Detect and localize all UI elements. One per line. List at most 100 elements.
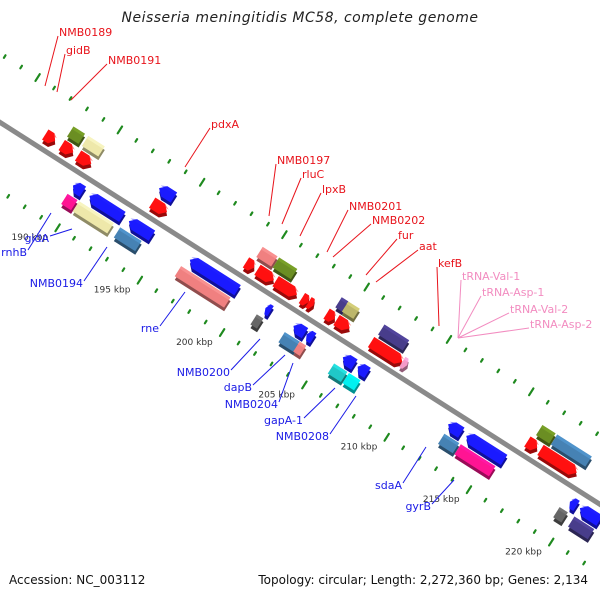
gene-label-NMB0189[interactable]: NMB0189	[59, 26, 112, 39]
minor-tick	[101, 117, 106, 122]
gene-label-kefB[interactable]: kefB	[438, 257, 462, 270]
leader-line	[278, 362, 294, 403]
gene-rluC[interactable]	[271, 257, 299, 283]
major-tick	[445, 334, 453, 344]
gene-layer	[40, 126, 600, 543]
gene-gyrB[interactable]	[453, 444, 497, 480]
gene-fwd-red-6[interactable]	[523, 436, 543, 456]
gene-aat[interactable]	[332, 314, 355, 337]
gene-label-gapA-1[interactable]: gapA-1	[264, 414, 303, 427]
minor-tick	[19, 64, 24, 70]
major-tick	[116, 125, 124, 135]
gene-fwd-olive-2[interactable]	[534, 425, 557, 448]
gene-fwd-red-3[interactable]	[73, 150, 96, 172]
gene-label-rnhB[interactable]: rnhB	[1, 246, 27, 259]
gene-NMB0204[interactable]	[292, 341, 308, 360]
minor-tick	[512, 378, 517, 384]
gene-gyrB-blue[interactable]	[461, 431, 509, 469]
gene-label-aat[interactable]: aat	[419, 240, 437, 253]
gene-sdaA[interactable]	[436, 433, 461, 457]
gene-fwd-red-2[interactable]	[57, 139, 78, 161]
leader-line	[431, 479, 455, 505]
gene-label-NMB0201[interactable]: NMB0201	[349, 200, 402, 213]
gene-rev-blue-end-2[interactable]	[575, 503, 600, 530]
leader-line	[184, 127, 211, 168]
gene-fwd-red-7[interactable]	[536, 444, 582, 482]
gene-NMB0202[interactable]	[304, 297, 319, 314]
gene-NMB0194-blue[interactable]	[124, 216, 157, 245]
gene-pdxA[interactable]	[154, 183, 179, 207]
gene-gidB[interactable]	[80, 135, 106, 161]
minor-tick	[216, 190, 221, 196]
gene-label-gyrB[interactable]: gyrB	[405, 500, 431, 513]
gene-NMB0197[interactable]	[255, 246, 280, 271]
leader-line	[299, 192, 322, 237]
gene-rne-blue[interactable]	[185, 255, 242, 299]
minor-tick	[401, 445, 406, 451]
gene-trna-cluster[interactable]	[397, 356, 412, 374]
gene-label-fur[interactable]: fur	[398, 229, 414, 242]
gene-label-rluC[interactable]: rluC	[302, 168, 325, 181]
gene-label-gidB[interactable]: gidB	[66, 44, 91, 57]
gene-fwd-red-5[interactable]	[253, 264, 279, 289]
gene-fwd-red-1[interactable]	[40, 129, 60, 149]
gene-NMB0200-blue[interactable]	[261, 303, 276, 320]
gene-label-tRNA-Val-1[interactable]: tRNA-Val-1	[462, 270, 520, 283]
gene-label-pdxA[interactable]: pdxA	[211, 118, 239, 131]
gene-label-tRNA-Asp-1[interactable]: tRNA-Asp-1	[482, 286, 544, 299]
gene-rev-purple-end[interactable]	[566, 516, 595, 543]
gene-lpxB[interactable]	[271, 276, 302, 303]
gene-fwd-red-4[interactable]	[241, 257, 259, 276]
gene-rev-blue-end-1[interactable]	[565, 497, 581, 515]
gene-fur-red[interactable]	[322, 308, 340, 328]
minor-tick	[52, 85, 56, 91]
gene-label-tRNA-Val-2[interactable]: tRNA-Val-2	[510, 303, 568, 316]
gene-gapA-blue[interactable]	[338, 352, 359, 374]
gene-label-NMB0202[interactable]: NMB0202	[372, 214, 425, 227]
gene-rnhB-arrow[interactable]	[68, 180, 88, 201]
leader-line	[252, 354, 286, 386]
minor-tick	[105, 256, 109, 262]
gene-label-NMB0200[interactable]: NMB0200	[177, 366, 230, 379]
gene-gidA[interactable]	[71, 201, 115, 237]
gene-dapB-blue-2[interactable]	[302, 329, 318, 348]
gene-label-gidA[interactable]: gidA	[24, 232, 49, 245]
gene-dapB-blue-1[interactable]	[289, 321, 310, 342]
gene-label-rne[interactable]: rne	[141, 322, 159, 335]
gene-label-NMB0204[interactable]: NMB0204	[225, 398, 278, 411]
gene-gidA-blue[interactable]	[85, 191, 128, 226]
minor-tick	[2, 54, 7, 59]
gene-sdaA-blue[interactable]	[443, 419, 466, 442]
gene-label-NMB0208[interactable]: NMB0208	[276, 430, 329, 443]
gene-gapA-1[interactable]	[326, 363, 349, 386]
gene-fur[interactable]	[340, 301, 361, 323]
gene-pdxA-red[interactable]	[147, 197, 172, 221]
minor-tick	[499, 508, 504, 514]
minor-tick	[183, 169, 188, 175]
gene-fwd-steelblue-2[interactable]	[549, 434, 593, 471]
gene-kefB-red[interactable]	[366, 336, 407, 371]
leader-line	[44, 35, 59, 87]
minor-tick	[532, 529, 537, 534]
genome-backbone	[0, 119, 600, 508]
minor-tick	[266, 221, 270, 227]
gene-kefB[interactable]	[376, 324, 410, 354]
gene-label-dapB[interactable]: dapB	[224, 381, 252, 394]
gene-NMB0189[interactable]	[65, 126, 86, 148]
gene-label-lpxB[interactable]: lpxB	[322, 183, 346, 196]
gene-NMB0194[interactable]	[112, 227, 143, 255]
gene-NMB0200[interactable]	[249, 314, 265, 333]
gene-rne[interactable]	[173, 266, 232, 312]
gene-rev-gray-end[interactable]	[552, 507, 570, 527]
gene-label-tRNA-Asp-2[interactable]: tRNA-Asp-2	[530, 318, 592, 331]
gene-label-NMB0194[interactable]: NMB0194	[30, 277, 83, 290]
gene-NMB0208[interactable]	[341, 372, 362, 395]
gene-label-NMB0197[interactable]: NMB0197	[277, 154, 330, 167]
gene-fur-purple[interactable]	[334, 297, 350, 316]
gene-rnhB[interactable]	[60, 193, 80, 214]
gene-label-NMB0191[interactable]: NMB0191	[108, 54, 161, 67]
gene-label-sdaA[interactable]: sdaA	[375, 479, 402, 492]
gene-NMB0208-blue[interactable]	[353, 362, 373, 382]
leader-line	[457, 312, 510, 339]
